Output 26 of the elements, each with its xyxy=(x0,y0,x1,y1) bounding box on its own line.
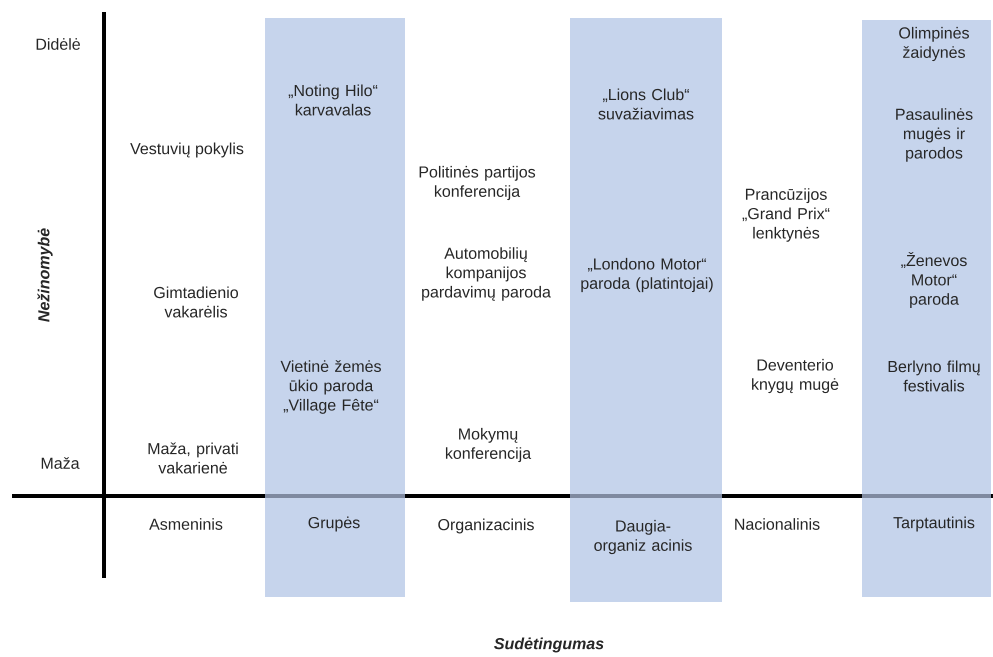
event-label: Olimpinės žaidynės xyxy=(899,26,969,62)
event-label: Mokymų konferencija xyxy=(446,428,532,462)
category-label: Tarptautinis xyxy=(893,516,974,532)
category-label: Organizacinis xyxy=(438,518,534,534)
event-label: Berlyno filmų festivalis xyxy=(888,360,980,392)
event-label: „Noting Hilo“ karvavalas xyxy=(288,84,378,116)
event-label: Gimtadienio vakarėlis xyxy=(154,286,238,318)
scale-label: Didėlė xyxy=(36,38,80,50)
event-label: Deventerio knygų mugė xyxy=(752,358,838,394)
category-label: Asmeninis xyxy=(149,518,222,530)
event-label: Pasaulinės mugės ir parodos xyxy=(896,108,973,162)
event-label: „Ženevos Motor“ paroda xyxy=(901,252,967,308)
axis-title: Sudėtingumas xyxy=(494,638,604,652)
event-label: Vestuvių pokylis xyxy=(130,142,244,158)
event-label: Maža, privati vakarienė xyxy=(148,442,238,474)
category-label: Daugia-organiz acinis xyxy=(594,520,692,554)
category-label: Nacionalinis xyxy=(735,518,820,530)
event-label: Prancūzijos „Grand Prix“ lenktynės xyxy=(742,188,830,242)
axis-title: Nežinomybė xyxy=(37,228,53,322)
category-label: Grupės xyxy=(308,516,360,532)
event-label: Politinės partijos konferencija xyxy=(420,166,536,200)
event-label: Automobilių kompanijos pardavimų paroda xyxy=(422,247,551,301)
scale-label: Maža xyxy=(42,457,80,469)
event-label: „Londono Motor“ paroda (platintojai) xyxy=(581,258,713,292)
event-label: „Lions Club“ suvažiavimas xyxy=(598,88,694,120)
event-label: Vietinė žemės ūkio paroda „Village Fête“ xyxy=(280,360,381,414)
